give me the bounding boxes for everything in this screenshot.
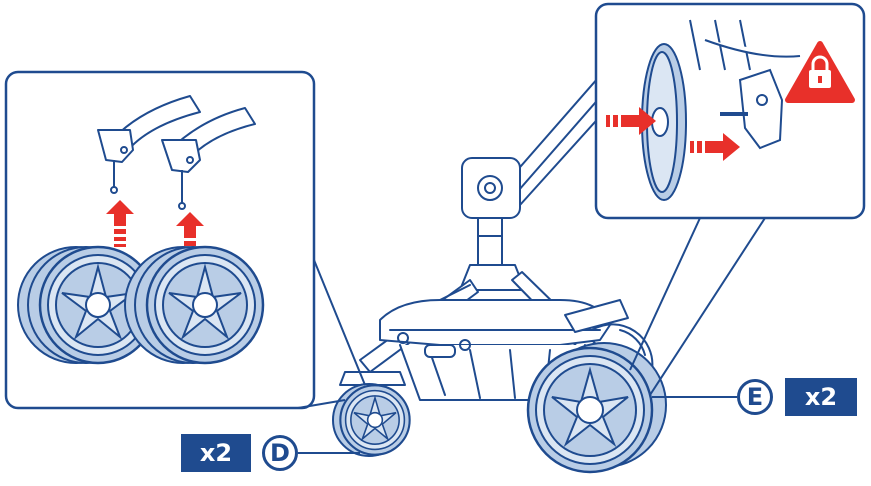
front-wheel-letter-label: E xyxy=(737,379,773,415)
rear-wheel-quantity-badge: x2 xyxy=(181,434,251,472)
front-wheel xyxy=(526,342,667,474)
arrow-up-icon xyxy=(106,200,134,247)
rear-wheel-detail-panel xyxy=(4,70,366,410)
rear-wheel-letter-label: D xyxy=(262,435,298,471)
arrow-right-icon xyxy=(690,133,740,161)
detached-wheel xyxy=(124,245,265,365)
warning-lock-icon xyxy=(785,41,855,103)
arrow-right-icon xyxy=(606,107,656,135)
front-wheel-detail-panel xyxy=(594,2,866,396)
detached-wheel xyxy=(17,245,158,365)
rear-wheel xyxy=(332,383,411,457)
front-wheel-quantity-badge: x2 xyxy=(785,378,857,416)
